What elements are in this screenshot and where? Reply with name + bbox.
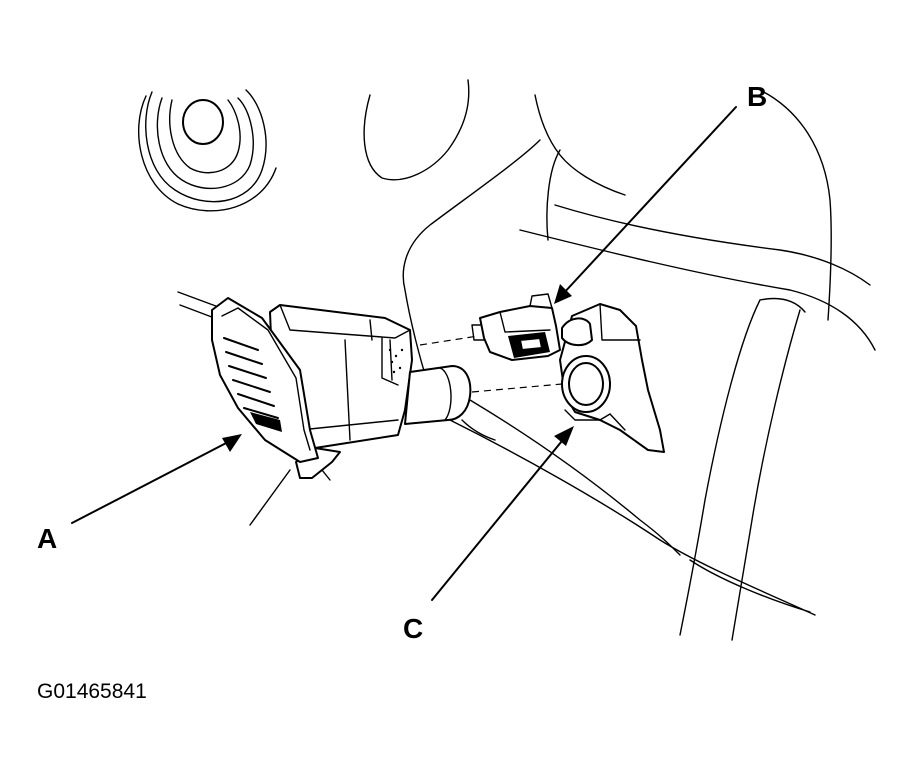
- callout-label-b: B: [747, 81, 767, 112]
- alignment-lines: [419, 335, 563, 393]
- speaker-grille: [138, 89, 277, 212]
- leader-arrow-c: [431, 426, 574, 601]
- callout-label-a: A: [37, 523, 57, 554]
- figure-id: G01465841: [37, 680, 147, 703]
- leader-arrows: [71, 106, 737, 601]
- leader-arrow-b: [554, 106, 737, 304]
- callout-label-c: C: [403, 613, 423, 644]
- part-a-cover: [211, 297, 472, 481]
- part-c-ring-bracket: [559, 303, 665, 453]
- dashboard-panel: [363, 79, 876, 641]
- part-b-connector: [471, 293, 561, 361]
- leader-arrow-a: [71, 434, 242, 524]
